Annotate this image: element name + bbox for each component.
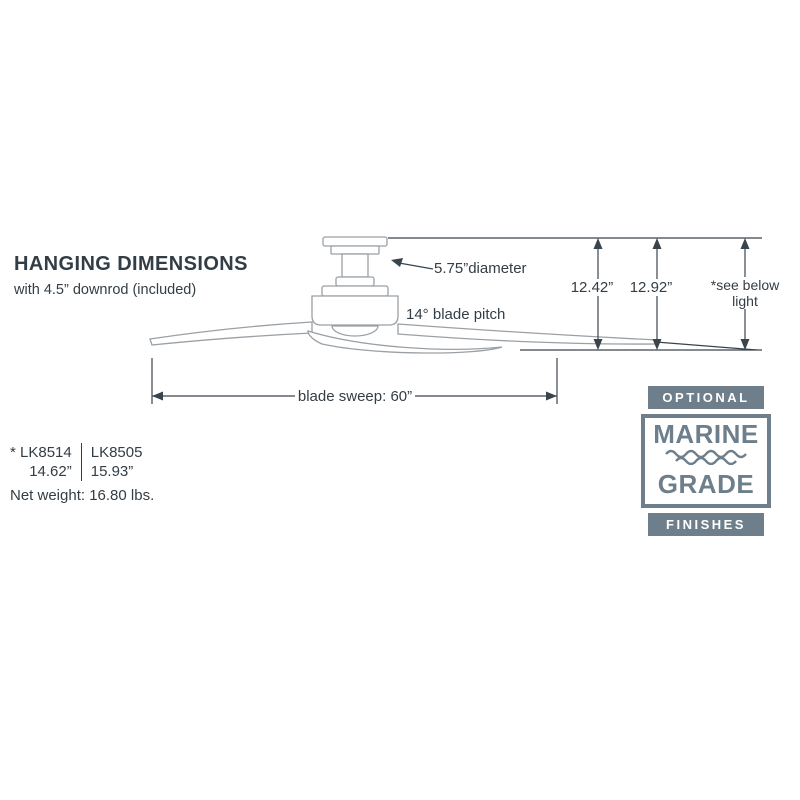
see-below-note: *see below light [703, 277, 787, 309]
spec-table: * LK8514 14.62” LK8505 15.93” [10, 443, 142, 481]
finishes-banner: FINISHES [648, 513, 764, 536]
spec-value-2: 15.93” [90, 463, 134, 480]
spec-model-2: LK8505 [90, 444, 143, 461]
see-below-line1: *see below [710, 277, 780, 293]
waves-icon [665, 449, 747, 466]
height-12-42-label: 12.42” [567, 279, 617, 296]
height-12-92-label: 12.92” [626, 279, 676, 296]
marine-grade-box: MARINE GRADE [641, 414, 771, 508]
marine-word: MARINE [653, 419, 759, 449]
blade-pitch-label: 14° blade pitch [406, 306, 506, 323]
optional-banner: OPTIONAL [648, 386, 764, 409]
net-weight-label: Net weight: 16.80 lbs. [10, 487, 155, 504]
spec-value-1: 14.62” [29, 463, 72, 480]
arrowheads [152, 238, 750, 401]
spec-model-1: * LK8514 [10, 444, 72, 461]
marine-badge: OPTIONAL MARINE GRADE FINISHES [641, 386, 771, 536]
blade-sweep-label: blade sweep: 60” [294, 388, 416, 405]
see-below-line2: light [732, 293, 758, 309]
page-subtitle: with 4.5” downrod (included) [14, 282, 197, 298]
page-title: HANGING DIMENSIONS [14, 253, 248, 275]
grade-word: GRADE [657, 469, 755, 499]
fan-body [149, 236, 657, 354]
diameter-label: 5.75”diameter [434, 260, 527, 277]
